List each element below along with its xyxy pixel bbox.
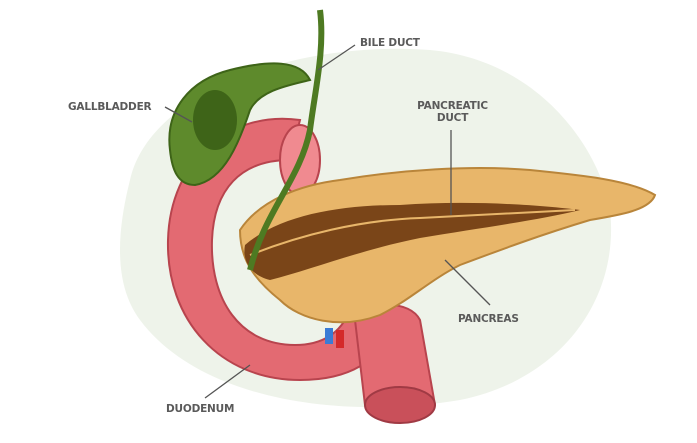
leader-duodenum [204, 364, 251, 399]
gallbladder-opening [193, 90, 237, 150]
label-pancreatic-duct: PANCREATIC DUCT [405, 100, 500, 124]
leader-gallbladder [164, 106, 193, 123]
label-duodenum: DUODENUM [166, 403, 235, 415]
bile-duct [247, 9, 325, 271]
pancreas [238, 167, 657, 324]
pancreatic-duct-region [244, 202, 581, 280]
label-bile-duct: BILE DUCT [360, 37, 420, 49]
blood-vessels [325, 328, 333, 344]
leader-bile-duct [317, 44, 356, 71]
label-pancreatic-duct-line1: PANCREATIC [417, 100, 488, 112]
duodenum-lower-opening [364, 386, 436, 424]
label-gallbladder: GALLBLADDER [68, 101, 152, 113]
artery [336, 330, 344, 348]
leader-lines [164, 44, 491, 399]
leader-pancreas [444, 259, 491, 306]
label-pancreatic-duct-line2: DUCT [436, 112, 469, 124]
label-pancreas: PANCREAS [458, 313, 519, 325]
pancreatic-duct [249, 209, 576, 256]
